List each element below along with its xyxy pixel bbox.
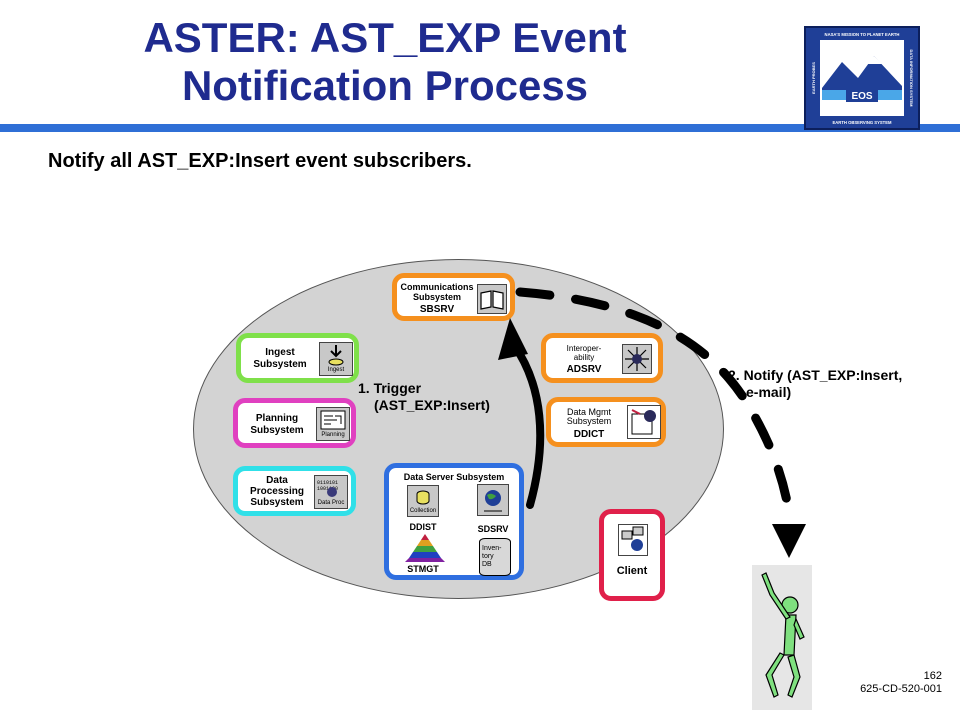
planning-icon: Planning (316, 407, 350, 441)
ddist-label: DDIST (409, 522, 437, 532)
communications-subsystem-box[interactable]: Communications Subsystem SBSRV (392, 273, 515, 321)
title-line-2: Notification Process (181, 62, 589, 109)
book-icon (477, 284, 507, 314)
data-processing-icon-caption: Data Proc (317, 500, 345, 506)
logo-right-text: DATA INFORMATION SYSTEM (909, 50, 914, 108)
interoperability-subsystem-box[interactable]: Interoper- ability ADSRV (541, 333, 663, 383)
stmgt-label: STMGT (407, 564, 439, 574)
data-mgmt-label-2: Subsystem (566, 416, 612, 426)
trigger-arrowhead (498, 318, 528, 360)
page-footer: 162 625-CD-520-001 (820, 670, 942, 696)
stmgt-pyramid-icon (405, 534, 445, 567)
stick-figure-icon (761, 572, 805, 698)
trigger-line-1: 1. Trigger (358, 380, 422, 396)
document-id: 625-CD-520-001 (860, 683, 942, 695)
planning-label-1: Planning (255, 413, 299, 424)
inventory-label-1: Inven- (482, 545, 502, 552)
client-label: Client (616, 565, 648, 577)
data-mgmt-label-1: Data Mgmt (566, 407, 611, 417)
slide-title: ASTER: AST_EXP Event Notification Proces… (0, 14, 770, 110)
data-processing-label-1: Data (266, 475, 288, 486)
communications-label-1: Communications (400, 282, 474, 292)
network-icon (622, 344, 652, 374)
notify-arrowhead (772, 524, 806, 558)
ingest-label-2: Subsystem (253, 359, 307, 370)
collection-icon-caption: Collection (409, 508, 437, 514)
planning-icon-caption: Planning (321, 432, 345, 438)
trigger-arrow (510, 341, 545, 509)
notify-line-1: 2. Notify (AST_EXP:Insert, (728, 367, 903, 383)
notify-line-2: e-mail) (746, 384, 792, 400)
trigger-line-2: (AST_EXP:Insert) (374, 397, 490, 413)
subscriber-figure (752, 565, 812, 710)
data-processing-label-3: Subsystem (250, 497, 304, 508)
client-box[interactable]: Client (599, 509, 665, 601)
collection-icon: Collection (407, 485, 439, 517)
data-server-title: Data Server Subsystem (403, 472, 505, 482)
data-dictionary-icon (627, 405, 661, 439)
communications-label-3: SBSRV (419, 304, 455, 315)
inventory-label-2: tory (482, 553, 494, 560)
data-mgmt-subsystem-box[interactable]: Data Mgmt Subsystem DDICT (546, 397, 666, 447)
interoperability-label-1: Interoper- (566, 344, 602, 353)
logo-center-text: EOS (851, 91, 872, 102)
svg-text:1001100: 1001100 (317, 486, 338, 492)
planning-subsystem-box[interactable]: Planning Subsystem Planning (233, 398, 356, 448)
svg-text:0110101: 0110101 (317, 480, 338, 486)
data-mgmt-label-3: DDICT (573, 429, 605, 440)
slide-subtitle: Notify all AST_EXP:Insert event subscrib… (48, 150, 472, 172)
logo-left-text: EARTH PROBES (811, 62, 816, 94)
inventory-label-3: DB (482, 561, 492, 568)
sdsrv-globe-icon (477, 484, 509, 516)
data-server-subsystem-box[interactable]: Data Server Subsystem Collection DDIST S… (384, 463, 524, 580)
communications-label-2: Subsystem (412, 292, 462, 302)
title-divider (0, 124, 960, 132)
notify-annotation: 2. Notify (AST_EXP:Insert, e-mail) (728, 367, 902, 401)
data-processing-label-2: Processing (250, 486, 304, 497)
trigger-annotation: 1. Trigger (AST_EXP:Insert) (358, 380, 490, 414)
ingest-icon-caption: Ingest (327, 367, 345, 373)
logo-bottom-text: EARTH OBSERVING SYSTEM (832, 120, 892, 125)
sdsrv-label: SDSRV (477, 524, 509, 534)
logo-top-text: NASA'S MISSION TO PLANET EARTH (825, 32, 900, 37)
inventory-db-icon: Inven- tory DB (479, 538, 511, 576)
eos-logo-graphic: EOS NASA'S MISSION TO PLANET EARTH EARTH… (811, 32, 914, 125)
planning-label-2: Subsystem (250, 425, 304, 436)
ingest-subsystem-box[interactable]: Ingest Subsystem Ingest (236, 333, 359, 383)
interoperability-label-3: ADSRV (566, 364, 602, 375)
client-computer-icon (618, 524, 648, 556)
ingest-icon: Ingest (319, 342, 353, 376)
eos-logo: EOS NASA'S MISSION TO PLANET EARTH EARTH… (804, 26, 920, 130)
title-line-1: ASTER: AST_EXP Event (143, 14, 627, 61)
notify-arrow (515, 287, 795, 525)
ingest-label-1: Ingest (265, 347, 295, 358)
interoperability-label-2: ability (573, 353, 595, 362)
page-number: 162 (923, 670, 942, 682)
